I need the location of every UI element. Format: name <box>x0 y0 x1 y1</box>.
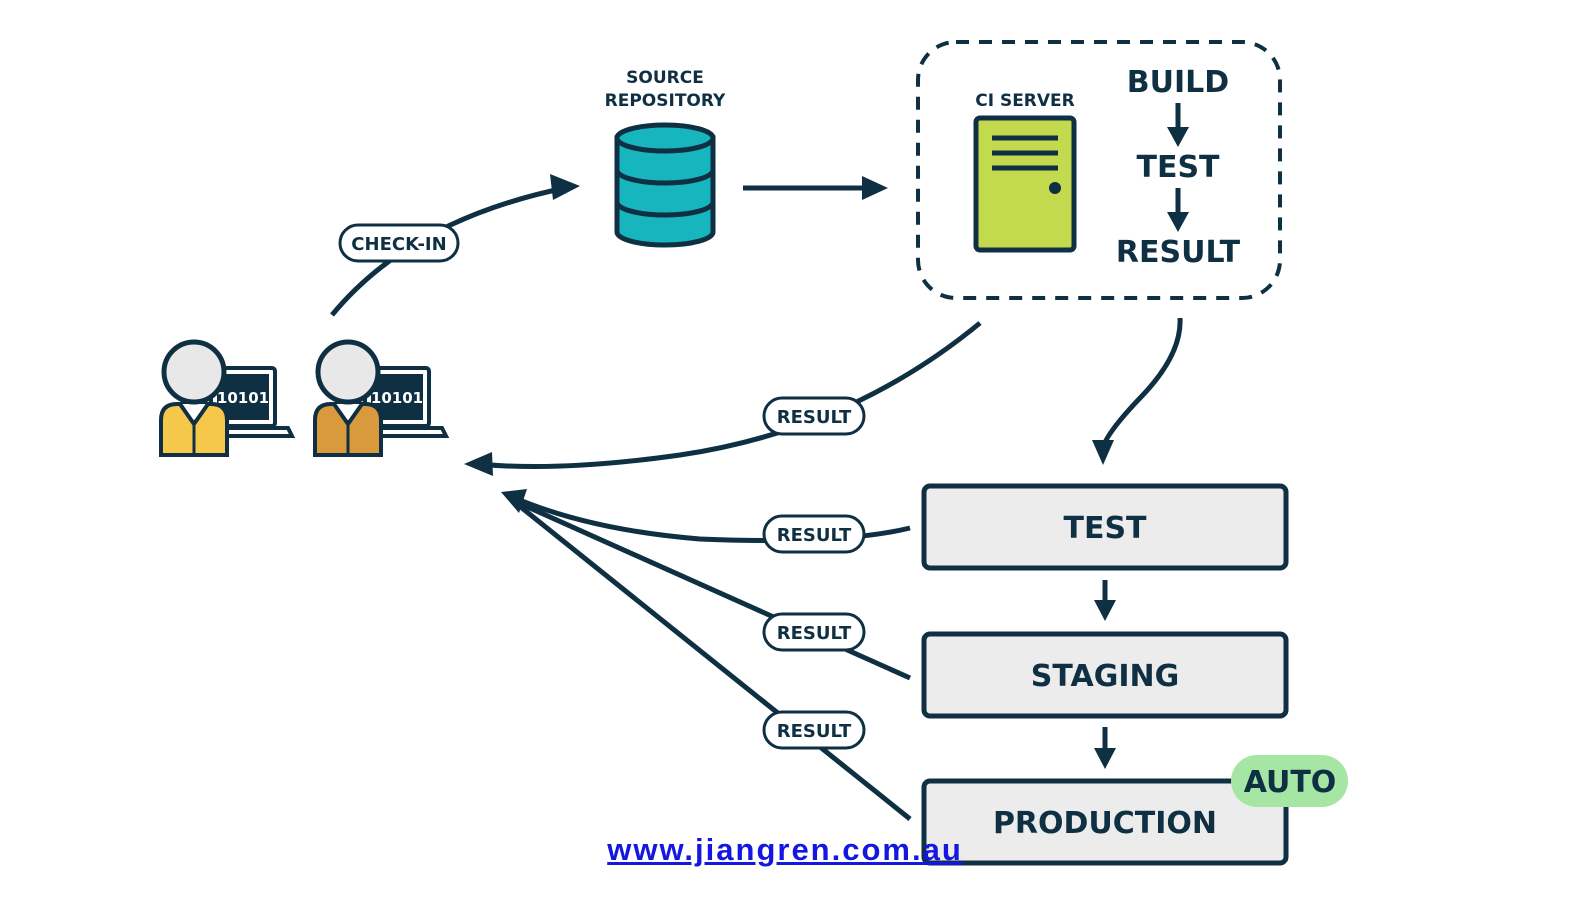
test-to-result-arrow <box>1167 188 1189 232</box>
stage-staging: STAGING <box>921 631 1289 719</box>
developer-1: 10101 <box>159 339 296 457</box>
build-to-test-arrow <box>1167 103 1189 147</box>
result-step-label: RESULT <box>1116 235 1241 270</box>
ci-result-arrow <box>464 321 982 476</box>
ci-server-label: CI SERVER <box>975 91 1075 111</box>
result-pill: RESULT <box>762 396 866 436</box>
result-pill: RESULT <box>762 514 866 554</box>
website-link[interactable]: www.jiangren.com.au <box>0 832 1590 868</box>
auto-badge: AUTO <box>1231 755 1348 807</box>
stage-test-label: TEST <box>1063 511 1147 546</box>
result-pill: RESULT <box>762 710 866 750</box>
result-pill: RESULT <box>762 612 866 652</box>
result-pill-label: RESULT <box>777 525 852 546</box>
auto-badge-label: AUTO <box>1244 765 1337 800</box>
result-pill-label: RESULT <box>777 721 852 742</box>
result-pill-label: RESULT <box>777 407 852 428</box>
server-icon <box>973 115 1077 253</box>
build-step-label: BUILD <box>1127 65 1229 100</box>
website-link-text: www.jiangren.com.au <box>607 832 963 867</box>
stage-test: TEST <box>921 483 1289 571</box>
result-pill-label: RESULT <box>777 623 852 644</box>
source-repository-label-line2: REPOSITORY <box>605 91 726 111</box>
repo-to-ci-arrow <box>743 176 888 200</box>
ci-to-pipeline-arrow <box>1092 317 1183 465</box>
stage-staging-label: STAGING <box>1031 659 1179 694</box>
check-in-label: CHECK-IN <box>351 234 446 255</box>
test-to-staging-arrow <box>1094 580 1116 621</box>
database-icon <box>614 122 716 248</box>
stage-production: PRODUCTION <box>921 778 1289 866</box>
laptop-code-text: 10101 <box>217 389 269 407</box>
test-step-label: TEST <box>1136 150 1220 185</box>
staging-to-production-arrow <box>1094 727 1116 769</box>
laptop-code-text: 10101 <box>371 389 423 407</box>
production-result-arrow <box>510 498 912 821</box>
source-repository-label-line1: SOURCE <box>626 68 704 88</box>
ci-server-box: CI SERVER BUILD TEST RESULT <box>916 40 1282 300</box>
developer-avatar-icon <box>159 339 229 457</box>
developer-avatar-icon <box>313 339 383 457</box>
developer-2: 10101 <box>313 339 450 457</box>
source-repository: SOURCE REPOSITORY <box>605 68 726 248</box>
check-in-pill: CHECK-IN <box>338 223 460 263</box>
stage-production-label: PRODUCTION <box>993 806 1217 841</box>
